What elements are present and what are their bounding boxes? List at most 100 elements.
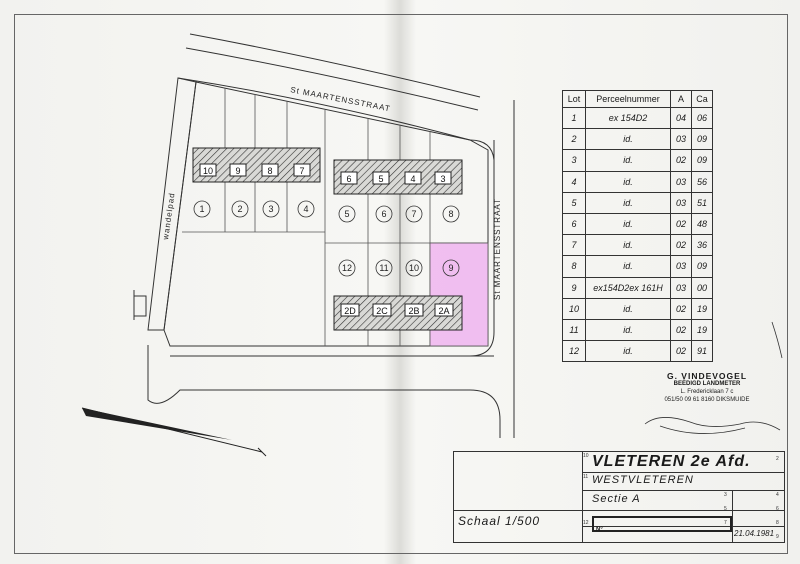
surveyor-name: G. VINDEVOGEL [666, 371, 748, 381]
road-edge-top-inner [185, 47, 479, 111]
cell-lot: 4 [562, 170, 586, 193]
cell-lot: 11 [562, 318, 586, 342]
cell-perceel: id. [585, 170, 671, 193]
cell-perceel: id. [585, 297, 671, 320]
cell-a: 03 [670, 191, 692, 214]
cell-num-7: 7 [724, 520, 727, 526]
col-header-lot: Lot [562, 90, 586, 108]
cell-a: 02 [670, 340, 692, 363]
house-label-6: 6 [346, 174, 351, 184]
cell-a: 02 [670, 318, 692, 342]
lot-label-7: 7 [411, 209, 416, 219]
number-field: N° [592, 516, 732, 533]
surveyor-title: BEËDIGD LANDMETER [673, 381, 741, 387]
surveyor-address: L. Fredericklaan 7 c [680, 389, 734, 395]
cell-lot: 6 [562, 212, 586, 236]
cell-lot: 12 [562, 340, 586, 363]
cell-lot: 2 [562, 128, 586, 151]
lot-label-5: 5 [344, 209, 349, 219]
lot-9-highlight [430, 243, 488, 346]
lot-label-11: 11 [379, 263, 388, 273]
cell-lot: 9 [562, 276, 586, 299]
cell-a: 03 [670, 276, 692, 299]
house-label-7: 7 [299, 166, 304, 176]
cell-ca: 19 [691, 318, 713, 342]
cell-lot: 8 [562, 255, 586, 278]
place-subtitle: WESTVLETEREN [592, 474, 694, 486]
surveyor-stamp: G. VINDEVOGEL BEËDIGD LANDMETER L. Frede… [648, 372, 766, 404]
cell-num-3: 3 [724, 492, 727, 498]
cell-perceel: ex 154D2 [585, 106, 671, 130]
lot-label-9: 9 [448, 263, 453, 273]
cell-ca: 09 [691, 128, 713, 151]
title-block: VLETEREN 2e Afd. WESTVLETEREN Sectie A S… [453, 451, 785, 543]
road-edge-top-outer [189, 33, 481, 98]
house-label-2c: 2C [376, 306, 388, 316]
cell-a: 03 [670, 170, 692, 193]
cell-num-4: 4 [776, 492, 779, 498]
house-label-8: 8 [267, 166, 272, 176]
cell-perceel: id. [585, 340, 671, 363]
cell-perceel: id. [585, 149, 671, 172]
north-arrow-icon [81, 407, 267, 457]
plan-date: 21.04.1981 [734, 529, 775, 538]
cell-perceel: id. [585, 212, 671, 236]
scale-label: Schaal 1/500 [458, 514, 541, 528]
cell-lot: 5 [562, 191, 586, 214]
section-label: Sectie A [592, 493, 641, 505]
street-label-right: St MAARTENSSTRAAT [493, 198, 502, 300]
cell-perceel: id. [585, 255, 671, 278]
cell-perceel: ex154D2ex 161H [585, 276, 671, 299]
house-block-left [192, 147, 321, 183]
lot-label-8: 8 [448, 209, 453, 219]
cell-num-11: 11 [583, 474, 589, 480]
cell-ca: 19 [691, 297, 713, 320]
cell-perceel: id. [585, 234, 671, 257]
street-label-top: St MAARTENSSTRAAT [290, 85, 392, 113]
cell-ca: 09 [691, 255, 713, 278]
cell-ca: 51 [691, 191, 713, 214]
col-header-a: A [670, 90, 692, 108]
cell-a: 02 [670, 234, 692, 257]
cell-lot: 1 [562, 106, 586, 130]
cell-num-12: 12 [583, 520, 589, 526]
cell-a: 02 [670, 212, 692, 236]
cell-lot: 3 [562, 149, 586, 172]
cell-num-5: 5 [724, 506, 727, 512]
cell-num-2: 2 [776, 456, 779, 462]
house-block-right [333, 159, 463, 195]
lot-table-header: Lot Perceelnummer A Ca [562, 90, 713, 108]
house-label-4: 4 [410, 174, 415, 184]
cell-ca: 00 [691, 276, 713, 299]
house-label-2d: 2D [344, 306, 356, 316]
cell-num-8: 8 [776, 520, 779, 526]
cell-num-10: 10 [583, 453, 589, 459]
house-label-10: 10 [203, 166, 213, 176]
cell-num-6: 6 [776, 506, 779, 512]
col-header-perceel: Perceelnummer [585, 90, 671, 108]
cell-a: 03 [670, 255, 692, 278]
cell-lot: 7 [562, 234, 586, 257]
cell-a: 02 [670, 149, 692, 172]
signature-icon [644, 417, 781, 434]
place-title: VLETEREN 2e Afd. [592, 453, 751, 470]
cell-perceel: id. [585, 318, 671, 342]
house-label-5: 5 [378, 174, 383, 184]
lot-label-2: 2 [237, 204, 242, 214]
lot-label-4: 4 [303, 204, 308, 214]
house-label-2a: 2A [438, 306, 449, 316]
cell-perceel: id. [585, 128, 671, 151]
cell-lot: 10 [562, 297, 586, 320]
